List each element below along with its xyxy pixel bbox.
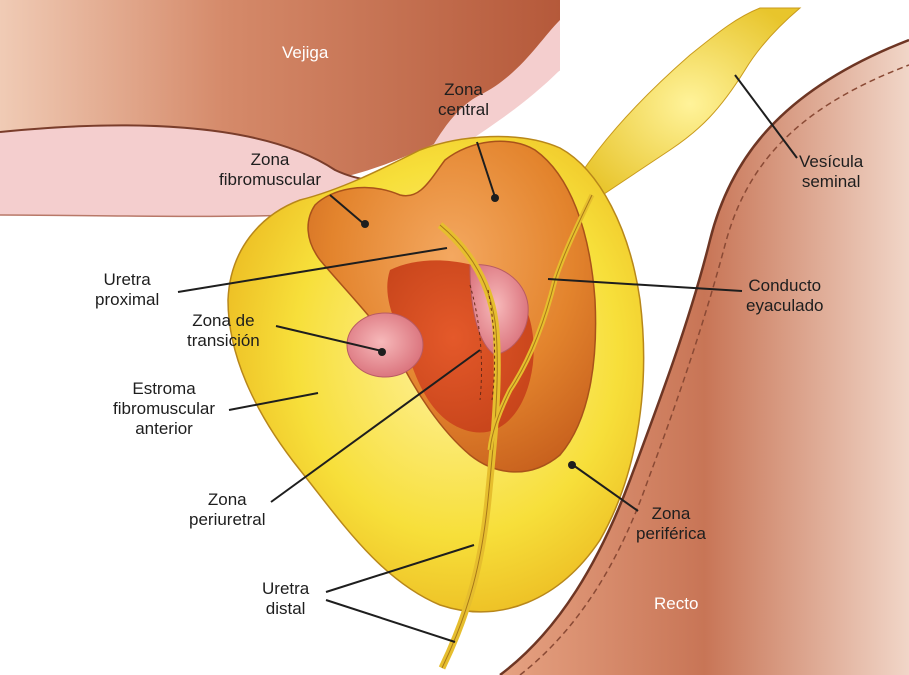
label-estroma-line3: anterior	[113, 419, 215, 439]
label-zona-fibromuscular-line2: fibromuscular	[219, 170, 321, 190]
label-uretra-proximal: Uretra proximal	[95, 270, 159, 310]
label-zona-de-transicion-line2: transición	[187, 331, 260, 351]
label-zona-de-transicion: Zona de transición	[187, 311, 260, 351]
label-estroma: Estroma fibromuscular anterior	[113, 379, 215, 439]
label-vesicula-seminal-line1: Vesícula	[799, 152, 863, 172]
dot-zona-de-transicion	[378, 348, 386, 356]
label-conducto-eyaculado-line1: Conducto	[746, 276, 824, 296]
label-zona-central-line1: Zona	[438, 80, 489, 100]
label-uretra-distal: Uretra distal	[262, 579, 309, 619]
label-zona-periuretral-line2: periuretral	[189, 510, 266, 530]
dot-zona-fibromuscular	[361, 220, 369, 228]
dot-zona-periferica	[568, 461, 576, 469]
label-vejiga: Vejiga	[282, 43, 328, 63]
label-zona-fibromuscular-line1: Zona	[219, 150, 321, 170]
label-vesicula-seminal-line2: seminal	[799, 172, 863, 192]
leader-uretra-distal-b	[326, 600, 455, 642]
label-zona-periferica-line1: Zona	[636, 504, 706, 524]
label-zona-de-transicion-line1: Zona de	[187, 311, 260, 331]
dot-zona-central	[491, 194, 499, 202]
label-zona-periferica-line2: periférica	[636, 524, 706, 544]
label-zona-fibromuscular: Zona fibromuscular	[219, 150, 321, 190]
label-zona-periferica: Zona periférica	[636, 504, 706, 544]
label-uretra-proximal-line2: proximal	[95, 290, 159, 310]
label-recto: Recto	[654, 594, 698, 614]
label-vesicula-seminal: Vesícula seminal	[799, 152, 863, 192]
label-conducto-eyaculado-line2: eyaculado	[746, 296, 824, 316]
label-zona-periuretral: Zona periuretral	[189, 490, 266, 530]
label-uretra-distal-line1: Uretra	[262, 579, 309, 599]
label-conducto-eyaculado: Conducto eyaculado	[746, 276, 824, 316]
label-estroma-line2: fibromuscular	[113, 399, 215, 419]
label-zona-periuretral-line1: Zona	[189, 490, 266, 510]
label-zona-central-line2: central	[438, 100, 489, 120]
label-uretra-distal-line2: distal	[262, 599, 309, 619]
label-uretra-proximal-line1: Uretra	[95, 270, 159, 290]
label-estroma-line1: Estroma	[113, 379, 215, 399]
label-zona-central: Zona central	[438, 80, 489, 120]
